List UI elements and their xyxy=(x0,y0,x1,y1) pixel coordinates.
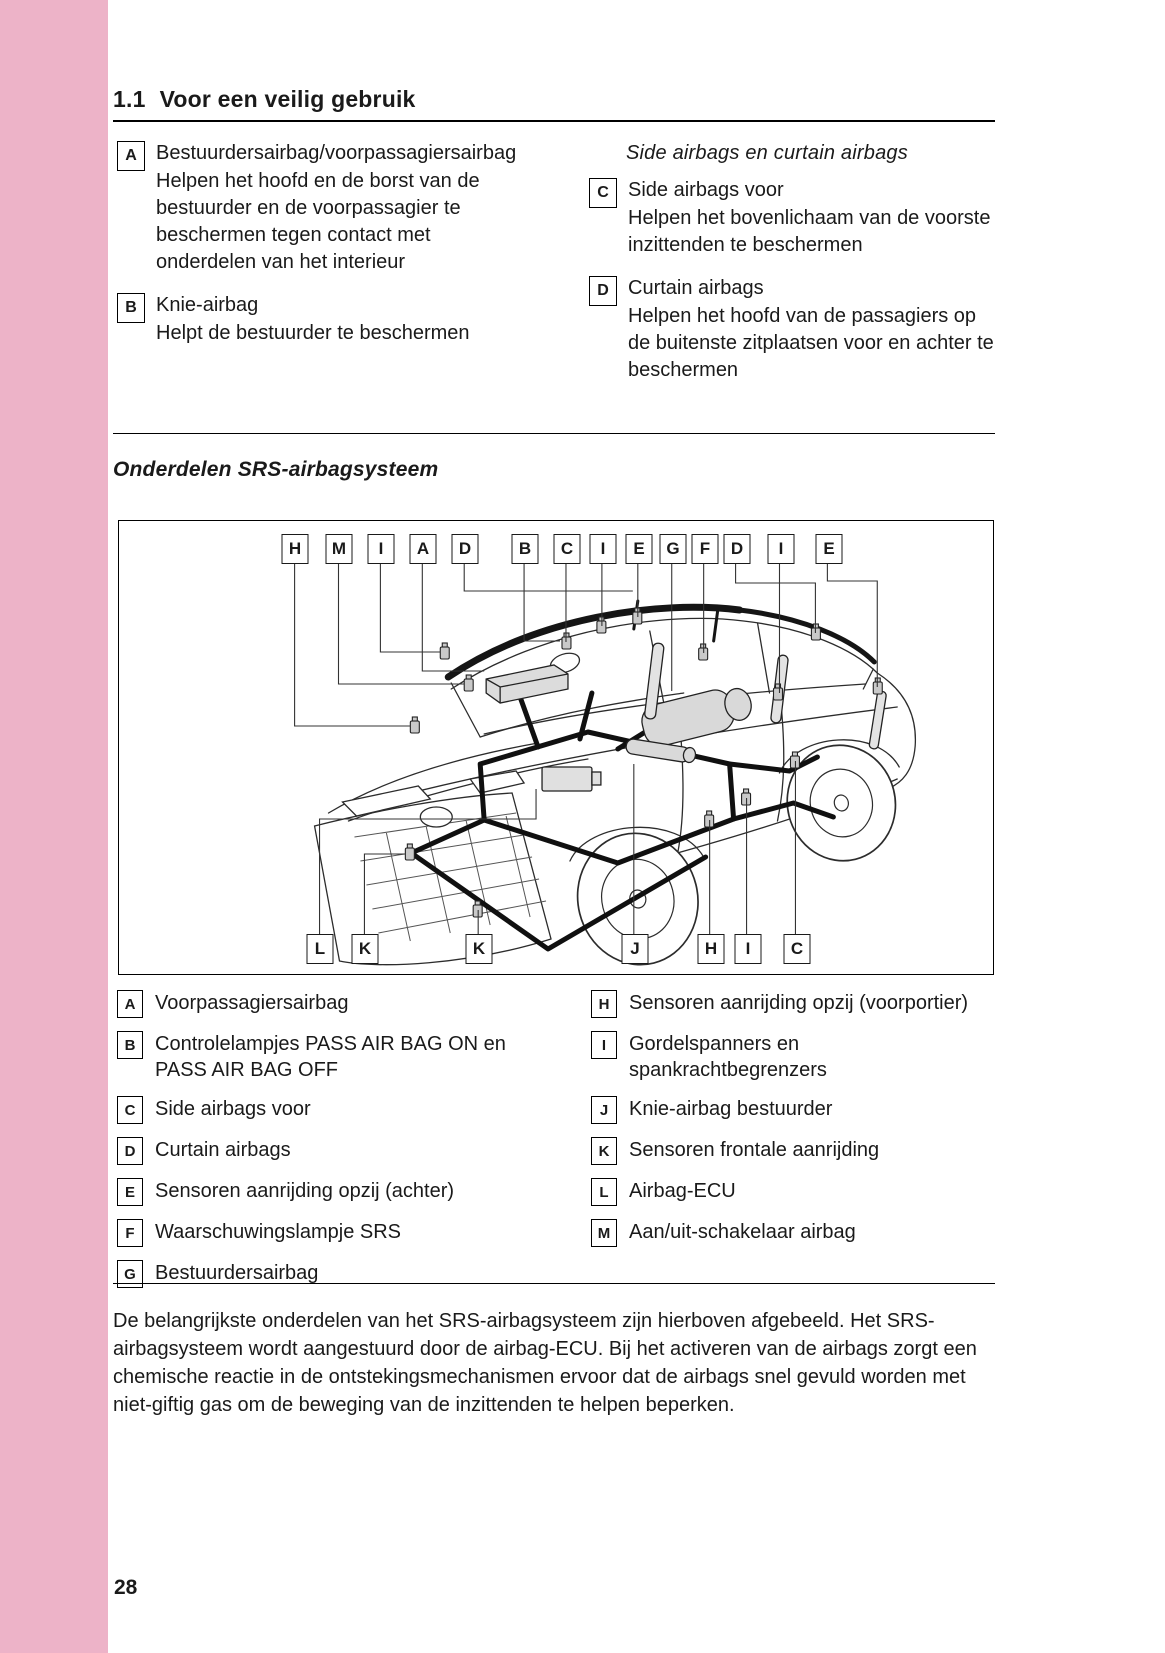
legend-letter-box: K xyxy=(591,1137,617,1165)
callout-label: E xyxy=(625,534,653,564)
legend-item: I Gordelspanners en spankrachtbegrenzers xyxy=(591,1031,995,1083)
callout-letter-box: B xyxy=(117,293,145,323)
item-description: Helpen het hoofd en de borst van de best… xyxy=(156,170,480,273)
legend-item-text: Airbag-ECU xyxy=(629,1180,736,1202)
callout-label: L xyxy=(306,934,334,964)
legend-item: K Sensoren frontale aanrijding xyxy=(591,1137,995,1165)
callout-letter-box: A xyxy=(117,141,145,171)
subsection-heading: Side airbags en curtain airbags xyxy=(626,142,908,164)
callout-label: H xyxy=(281,534,309,564)
section-number: 1.1 xyxy=(113,86,146,112)
legend-letter-box: C xyxy=(117,1096,143,1124)
legend-letter-box: H xyxy=(591,990,617,1018)
legend-item: M Aan/uit-schakelaar airbag xyxy=(591,1219,995,1247)
legend-right-column: H Sensoren aanrijding opzij (voorportier… xyxy=(591,990,995,1260)
item-description: Helpen het bovenlichaam van de voorste i… xyxy=(628,207,991,256)
legend-item: L Airbag-ECU xyxy=(591,1178,995,1206)
callout-letter-box: D xyxy=(589,276,617,306)
callout-label: D xyxy=(451,534,479,564)
legend-item-text: Aan/uit-schakelaar airbag xyxy=(629,1221,856,1243)
item-title: Curtain airbags xyxy=(628,277,764,299)
section-header: 1.1 Voor een veilig gebruik xyxy=(113,86,995,122)
intro-right-column: Side airbags en curtain airbags C Side a… xyxy=(589,140,995,400)
callout-letter-box: C xyxy=(589,178,617,208)
car-illustration xyxy=(294,564,917,966)
item-text: Bestuurdersairbag/voorpassagiersairbag H… xyxy=(156,140,516,276)
callout-label: I xyxy=(734,934,762,964)
legend-item-text: Curtain airbags xyxy=(155,1139,291,1161)
legend-letter-box: A xyxy=(117,990,143,1018)
callout-label: G xyxy=(659,534,687,564)
item-title: Side airbags voor xyxy=(628,179,784,201)
legend-left-column: A Voorpassagiersairbag B Controlelampjes… xyxy=(117,990,547,1301)
callout-label: M xyxy=(325,534,353,564)
diagram-heading: Onderdelen SRS-airbagsysteem xyxy=(113,458,439,481)
legend-item-text: Sensoren frontale aanrijding xyxy=(629,1139,880,1161)
legend-item-text: Sensoren aanrijding opzij (achter) xyxy=(155,1180,455,1202)
callout-label: E xyxy=(815,534,843,564)
legend-letter-box: B xyxy=(117,1031,143,1059)
list-item: D Curtain airbags Helpen het hoofd van d… xyxy=(589,275,995,384)
srs-components-diagram: H M I A D B C I E G F D I E L K K J H I … xyxy=(118,520,994,975)
legend-letter-box: E xyxy=(117,1178,143,1206)
legend-letter-box: I xyxy=(591,1031,617,1059)
horizontal-divider xyxy=(113,1283,995,1284)
callout-label: C xyxy=(783,934,811,964)
legend-item: C Side airbags voor xyxy=(117,1096,547,1124)
legend-letter-box: L xyxy=(591,1178,617,1206)
body-paragraph: De belangrijkste onderdelen van het SRS-… xyxy=(113,1310,977,1416)
legend-item-text: Gordelspanners en spankrachtbegrenzers xyxy=(629,1033,827,1081)
callout-label: H xyxy=(697,934,725,964)
callout-label: K xyxy=(351,934,379,964)
list-item: C Side airbags voor Helpen het bovenlich… xyxy=(589,177,995,259)
page-edge-band xyxy=(0,0,108,1653)
legend-item: H Sensoren aanrijding opzij (voorportier… xyxy=(591,990,995,1018)
page-number: 28 xyxy=(114,1576,138,1599)
item-description: Helpen het hoofd van de passagiers op de… xyxy=(628,305,994,381)
callout-label: I xyxy=(589,534,617,564)
item-text: Curtain airbags Helpen het hoofd van de … xyxy=(628,275,995,384)
item-title: Knie-airbag xyxy=(156,294,259,316)
legend-item: B Controlelampjes PASS AIR BAG ON en PAS… xyxy=(117,1031,547,1083)
item-description: Helpt de bestuurder te beschermen xyxy=(156,322,470,344)
legend-item-text: Waarschuwingslampje SRS xyxy=(155,1221,402,1243)
legend-item-text: Sensoren aanrijding opzij (voorportier) xyxy=(629,992,969,1014)
item-title: Bestuurdersairbag/voorpassagiersairbag xyxy=(156,142,517,164)
legend-item-text: Bestuurdersairbag xyxy=(155,1262,319,1284)
legend-letter-box: D xyxy=(117,1137,143,1165)
section-title: Voor een veilig gebruik xyxy=(159,86,416,112)
legend-item: F Waarschuwingslampje SRS xyxy=(117,1219,547,1247)
callout-label: I xyxy=(767,534,795,564)
legend-item: A Voorpassagiersairbag xyxy=(117,990,547,1018)
legend-item-text: Side airbags voor xyxy=(155,1098,311,1120)
legend-item-text: Voorpassagiersairbag xyxy=(155,992,349,1014)
callout-label: A xyxy=(409,534,437,564)
legend-item: D Curtain airbags xyxy=(117,1137,547,1165)
legend-item-text: Controlelampjes PASS AIR BAG ON en PASS … xyxy=(155,1033,506,1081)
callout-label: J xyxy=(621,934,649,964)
horizontal-divider xyxy=(113,433,995,434)
item-text: Side airbags voor Helpen het bovenlichaa… xyxy=(628,177,995,259)
callout-label: C xyxy=(553,534,581,564)
legend-item: J Knie-airbag bestuurder xyxy=(591,1096,995,1124)
legend-item-text: Knie-airbag bestuurder xyxy=(629,1098,833,1120)
list-item: B Knie-airbag Helpt de bestuurder te bes… xyxy=(117,292,517,347)
intro-left-column: A Bestuurdersairbag/voorpassagiersairbag… xyxy=(117,140,517,363)
callout-label: F xyxy=(691,534,719,564)
legend-item: E Sensoren aanrijding opzij (achter) xyxy=(117,1178,547,1206)
callout-label: K xyxy=(465,934,493,964)
legend-item: G Bestuurdersairbag xyxy=(117,1260,547,1288)
callout-label: I xyxy=(367,534,395,564)
item-text: Knie-airbag Helpt de bestuurder te besch… xyxy=(156,292,470,347)
legend-letter-box: J xyxy=(591,1096,617,1124)
legend-letter-box: F xyxy=(117,1219,143,1247)
callout-label: B xyxy=(511,534,539,564)
callout-label: D xyxy=(723,534,751,564)
list-item: A Bestuurdersairbag/voorpassagiersairbag… xyxy=(117,140,517,276)
legend-letter-box: M xyxy=(591,1219,617,1247)
